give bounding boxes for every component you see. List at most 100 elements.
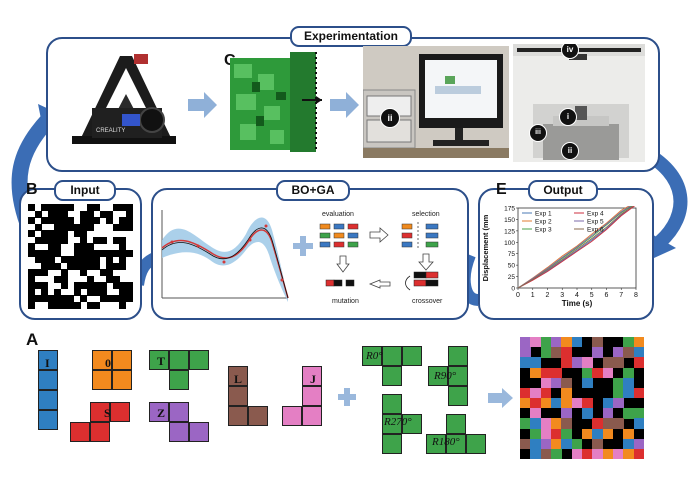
- final-grid-cell: [520, 398, 531, 409]
- piece-t-cell: [169, 370, 189, 390]
- input-cell: [73, 243, 81, 250]
- final-grid-cell: [571, 398, 583, 409]
- input-cell: [60, 269, 68, 276]
- final-grid-cell: [530, 408, 541, 419]
- input-cell: [60, 204, 68, 211]
- final-grid-cell: [613, 387, 624, 399]
- y-tick-label: 25: [508, 274, 516, 281]
- final-grid-cell: [561, 418, 572, 429]
- final-grid-cell: [633, 387, 645, 399]
- input-cell: [41, 269, 48, 276]
- input-cell: [54, 275, 61, 283]
- final-grid-cell: [530, 357, 541, 368]
- piece-r180-cell: [466, 434, 486, 454]
- piece-z-cell: [169, 422, 189, 442]
- input-cell: [80, 262, 87, 270]
- final-grid-cell: [551, 398, 562, 409]
- y-tick-label: 100: [504, 240, 515, 247]
- final-grid-cell: [623, 367, 634, 378]
- piece-l-cell: [228, 366, 248, 386]
- legend-label: Exp 1: [535, 211, 552, 218]
- piece-z-label: Z: [157, 406, 166, 420]
- input-cell: [106, 210, 113, 218]
- input-cell: [119, 295, 126, 302]
- final-grid-cell: [540, 347, 552, 358]
- bo-ga-title: BO+GA: [276, 180, 350, 201]
- printer-brand: CREALITY: [96, 128, 126, 134]
- final-grid-cell: [613, 418, 624, 429]
- input-cell: [125, 282, 133, 289]
- input-cell: [119, 301, 126, 309]
- fixture-photo: iv i iii ii: [513, 44, 645, 162]
- input-cell: [119, 282, 126, 289]
- input-cell: [80, 230, 87, 237]
- final-grid-cell: [530, 398, 541, 409]
- input-cell: [93, 262, 100, 270]
- legend-label: Exp 6: [587, 227, 604, 234]
- final-grid-cell: [561, 408, 572, 419]
- piece-r0-label: R0°: [366, 350, 383, 362]
- marker-ii-d: ii: [380, 108, 400, 128]
- printer-photo: CREALITY: [62, 48, 180, 148]
- piece-r0-cell: [382, 346, 402, 366]
- piece-i-cell: [38, 350, 58, 370]
- input-cell: [41, 262, 48, 270]
- input-cell: [41, 249, 48, 257]
- output-title: Output: [528, 180, 598, 201]
- input-cell: [28, 204, 35, 211]
- input-cell: [67, 301, 74, 309]
- input-cell: [54, 249, 61, 257]
- piece-j-cell: [302, 366, 322, 386]
- legend-label: Exp 2: [535, 219, 552, 226]
- piece-s-label: S: [104, 406, 111, 420]
- piece-s-cell: [90, 402, 110, 422]
- final-grid-cell: [561, 398, 572, 409]
- final-grid-cell: [623, 438, 634, 450]
- final-grid-cell: [540, 448, 552, 460]
- piece-z-cell: [189, 422, 209, 442]
- ga-mutation-label: mutation: [332, 298, 359, 305]
- input-cell: [112, 295, 120, 302]
- piece-l-label: L: [234, 372, 243, 386]
- final-grid-cell: [602, 428, 614, 439]
- series-line: [518, 206, 634, 288]
- input-cell: [28, 269, 35, 276]
- input-cell: [54, 204, 61, 211]
- input-cell: [73, 288, 81, 296]
- input-cell: [54, 262, 61, 270]
- input-cell: [73, 282, 81, 289]
- marker-iii: iii: [529, 124, 547, 142]
- label-a: A: [26, 330, 39, 349]
- final-grid-cell: [530, 337, 541, 348]
- final-grid-cell: [582, 357, 593, 368]
- input-cell: [99, 249, 107, 257]
- label-b: B: [26, 181, 38, 198]
- input-cell: [93, 288, 100, 296]
- final-grid-cell: [623, 377, 634, 389]
- y-tick-label: 125: [504, 228, 515, 235]
- piece-j-cell: [302, 406, 322, 426]
- final-tetromino-grid: [520, 337, 645, 460]
- input-cell: [28, 275, 35, 283]
- y-tick-label: 175: [504, 206, 515, 213]
- input-cell: [99, 236, 107, 244]
- final-grid-cell: [530, 448, 541, 460]
- input-cell: [86, 249, 94, 257]
- piece-r180-cell: [446, 434, 466, 454]
- final-grid-cell: [571, 337, 583, 348]
- input-cell: [119, 243, 126, 250]
- input-cell: [93, 204, 100, 211]
- input-cell: [73, 262, 81, 270]
- input-cell: [112, 249, 120, 257]
- final-grid-cell: [613, 357, 624, 368]
- piece-r270-label: R270°: [384, 416, 412, 428]
- final-grid-cell: [623, 337, 634, 348]
- piece-r90-cell: [428, 366, 448, 386]
- label-e: E: [496, 181, 507, 198]
- final-grid-cell: [613, 377, 624, 389]
- final-grid-cell: [540, 387, 552, 399]
- input-cell: [41, 288, 48, 296]
- input-cell: [106, 269, 113, 276]
- final-grid-cell: [633, 418, 645, 429]
- input-cell: [28, 249, 35, 257]
